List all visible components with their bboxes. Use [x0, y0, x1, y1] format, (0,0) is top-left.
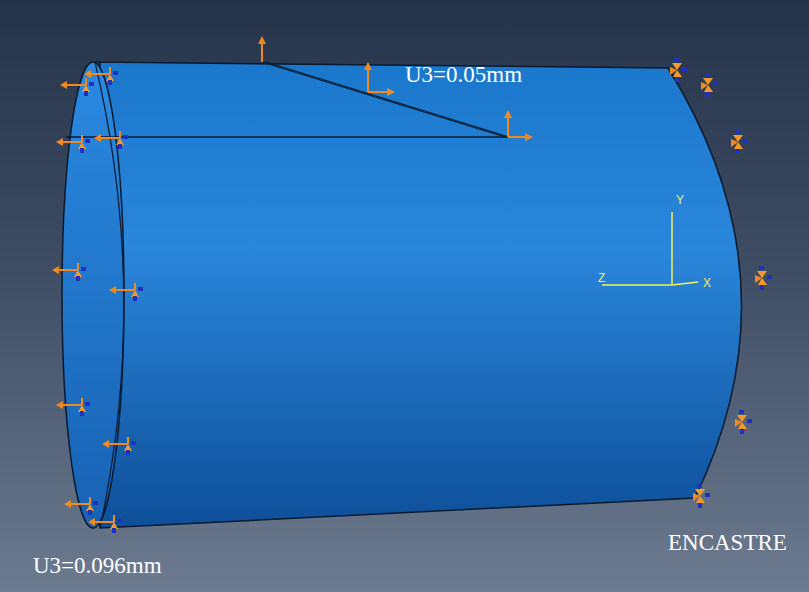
- boundary-label: ENCASTRE: [668, 530, 787, 556]
- displacement-label: U3=0.05mm: [405, 62, 522, 88]
- axis-label: Z: [598, 271, 605, 285]
- displacement-label: U3=0.096mm: [33, 553, 162, 579]
- axis-label: Y: [676, 193, 684, 207]
- axis-label: X: [703, 276, 711, 290]
